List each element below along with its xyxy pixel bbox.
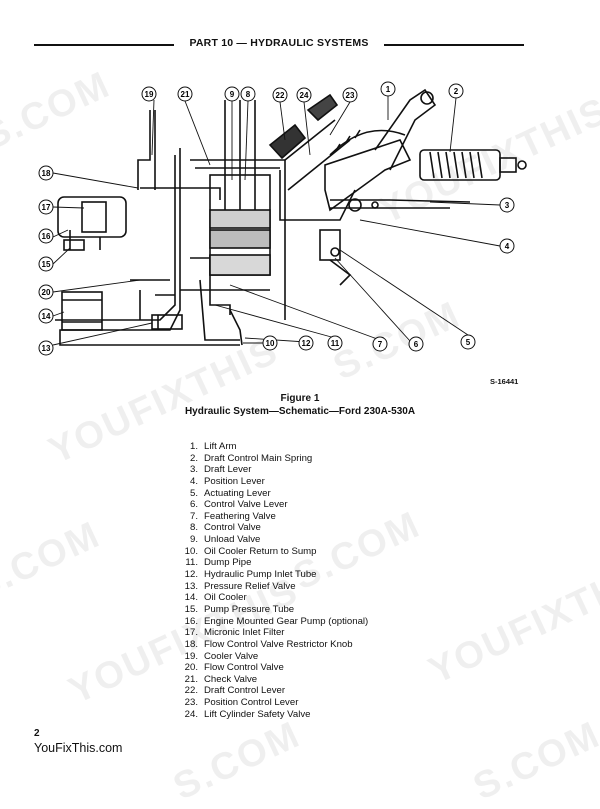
header-rule-left <box>34 44 174 46</box>
svg-text:8: 8 <box>246 90 251 99</box>
svg-text:13: 13 <box>42 344 51 353</box>
callout-18: 18 <box>38 165 54 181</box>
callout-11: 11 <box>327 335 343 351</box>
callout-12: 12 <box>298 335 314 351</box>
svg-text:1: 1 <box>386 85 391 94</box>
svg-text:3: 3 <box>505 201 510 210</box>
header-rule-right <box>384 44 524 46</box>
svg-text:18: 18 <box>42 169 51 178</box>
legend-item: 10.Oil Cooler Return to Sump <box>184 545 317 557</box>
svg-text:22: 22 <box>276 91 285 100</box>
legend-item: 6.Control Valve Lever <box>189 499 288 511</box>
legend-item: 21.Check Valve <box>184 673 258 685</box>
svg-text:16: 16 <box>42 232 51 241</box>
svg-text:21: 21 <box>181 90 190 99</box>
legend-item: 18.Flow Control Valve Restrictor Knob <box>184 638 353 650</box>
callout-20: 20 <box>38 284 54 300</box>
callout-13: 13 <box>38 340 54 356</box>
legend-item: 5.Actuating Lever <box>189 487 271 499</box>
svg-text:2: 2 <box>454 87 459 96</box>
legend-item: 9.Unload Valve <box>189 534 261 546</box>
callout-17: 17 <box>38 199 54 215</box>
legend-item: 2.Draft Control Main Spring <box>189 452 313 464</box>
callout-9: 9 <box>224 86 240 102</box>
callout-1: 1 <box>380 81 396 97</box>
legend-item: 8.Control Valve <box>189 522 261 534</box>
page-number: 2 <box>34 728 40 739</box>
hydraulic-schematic: 1 2 3 4 5 6 7 8 9 10 11 12 13 14 15 16 1… <box>38 81 527 356</box>
legend-item: 20.Flow Control Valve <box>184 662 284 674</box>
svg-text:10: 10 <box>266 339 275 348</box>
legend-item: 24.Lift Cylinder Safety Valve <box>184 708 311 720</box>
callout-16: 16 <box>38 228 54 244</box>
callout-19: 19 <box>141 86 157 102</box>
figure-caption-title: Figure 1 <box>280 393 320 404</box>
svg-text:23: 23 <box>346 91 355 100</box>
legend-item: 22.Draft Control Lever <box>184 685 286 697</box>
legend-item: 12.Hydraulic Pump Inlet Tube <box>184 569 317 581</box>
callout-7: 7 <box>372 336 388 352</box>
legend-item: 4.Position Lever <box>189 475 265 487</box>
legend-item: 14.Oil Cooler <box>184 592 247 604</box>
svg-text:24: 24 <box>300 91 309 100</box>
callout-15: 15 <box>38 256 54 272</box>
callout-4: 4 <box>499 238 515 254</box>
legend-item: 1.Lift Arm <box>189 441 237 452</box>
callout-23: 23 <box>342 87 358 103</box>
figure-caption-subtitle: Hydraulic System—Schematic—Ford 230A-530… <box>184 406 416 417</box>
legend-item: 3.Draft Lever <box>189 464 252 476</box>
svg-text:20: 20 <box>42 288 51 297</box>
callout-3: 3 <box>499 197 515 213</box>
legend-item: 23.Position Control Lever <box>184 697 299 709</box>
callout-2: 2 <box>448 83 464 99</box>
page-header: PART 10 — HYDRAULIC SYSTEMS <box>34 37 524 51</box>
legend-item: 13.Pressure Relief Valve <box>184 580 296 592</box>
watermark: S.COM <box>0 513 107 609</box>
svg-text:15: 15 <box>42 260 51 269</box>
svg-text:4: 4 <box>505 242 510 251</box>
svg-text:6: 6 <box>414 340 419 349</box>
svg-text:5: 5 <box>466 338 471 347</box>
watermark: S.COM <box>167 713 307 809</box>
callout-6: 6 <box>408 336 424 352</box>
callout-8: 8 <box>240 86 256 102</box>
legend-item: 19.Cooler Valve <box>184 650 259 662</box>
site-footer-text: YouFixThis.com <box>34 741 123 755</box>
callout-10: 10 <box>262 335 278 351</box>
header-title: PART 10 — HYDRAULIC SYSTEMS <box>189 37 369 49</box>
svg-text:11: 11 <box>331 339 340 348</box>
legend-item: 16.Engine Mounted Gear Pump (optional) <box>184 615 369 627</box>
legend-item: 17.Micronic Inlet Filter <box>184 627 285 639</box>
svg-text:12: 12 <box>302 339 311 348</box>
legend-item: 15.Pump Pressure Tube <box>184 603 295 615</box>
callout-5: 5 <box>460 334 476 350</box>
svg-text:14: 14 <box>42 312 51 321</box>
callout-22: 22 <box>272 87 288 103</box>
figure-id: S-16441 <box>490 377 519 386</box>
parts-legend: 1.Lift Arm 2.Draft Control Main Spring 3… <box>176 441 369 720</box>
svg-text:9: 9 <box>230 90 235 99</box>
legend-item: 7.Feathering Valve <box>189 510 276 522</box>
watermark: YOUFIXTHIS <box>422 549 600 693</box>
callout-24: 24 <box>296 87 312 103</box>
watermark: S.COM <box>467 713 600 809</box>
svg-text:17: 17 <box>42 203 51 212</box>
svg-text:19: 19 <box>145 90 154 99</box>
legend-item: 11.Dump Pipe <box>185 557 252 569</box>
callout-21: 21 <box>177 86 193 102</box>
svg-text:7: 7 <box>378 340 383 349</box>
callout-14: 14 <box>38 308 54 324</box>
